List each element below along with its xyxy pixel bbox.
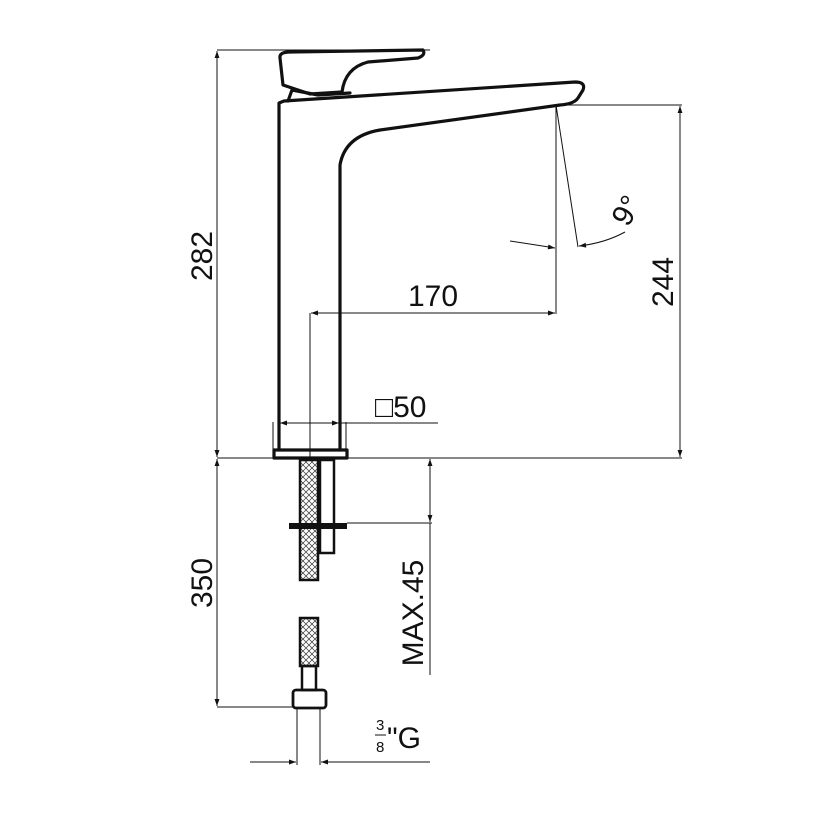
- dimension-angle: 9°: [509, 104, 648, 250]
- svg-text:8: 8: [376, 739, 384, 756]
- hose-nut: [291, 688, 328, 710]
- dimension-282: 282: [186, 49, 430, 457]
- fixing-nut-plate: [289, 523, 347, 529]
- hose-ferrule: [300, 664, 318, 692]
- supply-hoses: [289, 458, 347, 710]
- svg-text:170: 170: [408, 280, 458, 313]
- svg-text:350: 350: [186, 558, 219, 608]
- dimension-170: 170: [309, 105, 557, 460]
- svg-text:244: 244: [647, 257, 680, 307]
- svg-text:"G: "G: [387, 722, 421, 755]
- dimension-244: 244: [562, 104, 683, 457]
- dimension-350: 350: [186, 459, 293, 708]
- svg-text:MAX.45: MAX.45: [397, 560, 430, 667]
- svg-text:3: 3: [376, 717, 384, 734]
- faucet-outline: [272, 48, 586, 460]
- dimension-connection: 3 8 "G: [250, 708, 430, 765]
- svg-text:□50: □50: [375, 391, 427, 424]
- flexible-hose-upper: [298, 458, 320, 582]
- flexible-hose-lower: [298, 616, 320, 668]
- svg-text:9°: 9°: [605, 190, 648, 231]
- dimension-max-45: MAX.45: [347, 459, 433, 675]
- lever-handle: [278, 48, 426, 96]
- svg-text:282: 282: [186, 231, 219, 281]
- threaded-rod: [318, 458, 336, 555]
- dimension-base-50: □50: [272, 391, 438, 455]
